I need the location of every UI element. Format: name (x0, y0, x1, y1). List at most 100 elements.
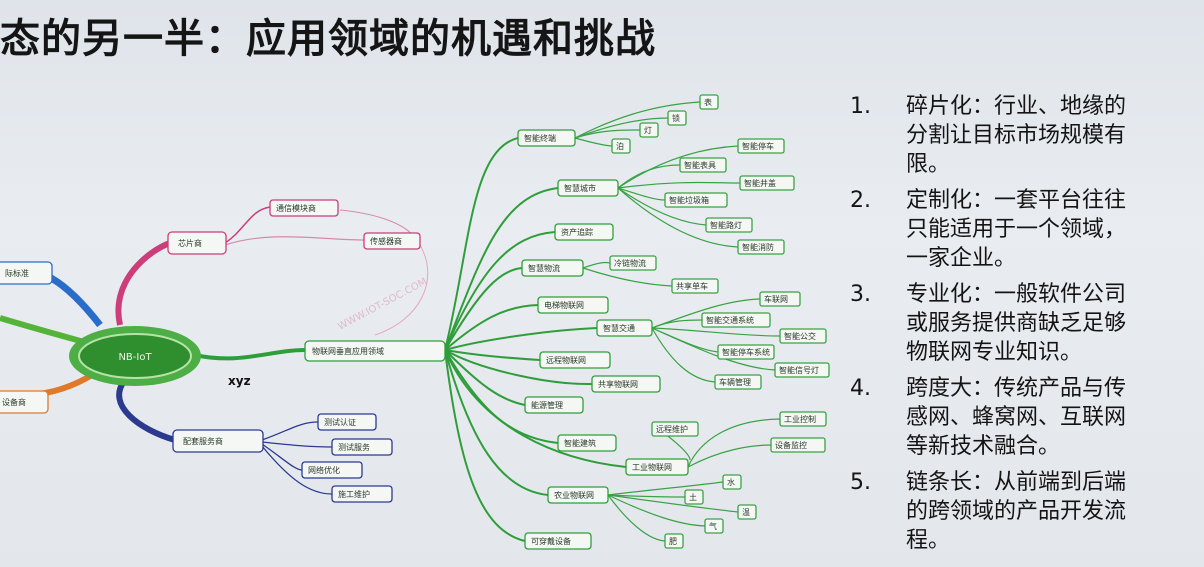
node-v-industry: 工业物联网 (625, 458, 689, 476)
svg-text:冷链物流: 冷链物流 (614, 258, 646, 268)
list-line: 或服务提供商缺乏足够 (906, 311, 1127, 336)
node-v-asset: 资产追踪 (554, 223, 614, 241)
list-line: 链条长：从前端到后端 (906, 470, 1127, 495)
svg-text:肥: 肥 (669, 537, 677, 546)
svg-text:温: 温 (742, 508, 750, 517)
svg-text:灯: 灯 (644, 125, 652, 135)
list-line: 只能适用于一个领域， (906, 217, 1127, 242)
leaf-logistics-2: 共享单车 (671, 278, 719, 294)
list-line: 限。 (906, 152, 951, 177)
node-service-child-4: 施工维护 (331, 485, 393, 503)
svg-text:表: 表 (704, 97, 712, 107)
svg-text:传感器商: 传感器商 (370, 236, 402, 246)
list-line: 物联网专业知识。 (906, 340, 1083, 365)
svg-text:设备商: 设备商 (2, 397, 26, 407)
svg-text:配套服务商: 配套服务商 (183, 436, 223, 446)
svg-text:共享物联网: 共享物联网 (598, 379, 638, 389)
list-line: 碎片化：行业、地缘的 (906, 94, 1127, 119)
svg-text:工业物联网: 工业物联网 (632, 462, 672, 472)
node-service-child-2: 测试服务 (331, 438, 393, 456)
center-node-label: NB-IoT (118, 352, 152, 363)
svg-text:智能消防: 智能消防 (742, 242, 774, 252)
svg-text:设备监控: 设备监控 (775, 440, 807, 450)
svg-text:车联网: 车联网 (764, 294, 788, 304)
leaf-city-5: 智能路灯 (705, 217, 753, 233)
svg-text:水: 水 (727, 477, 735, 487)
svg-text:智能路灯: 智能路灯 (710, 220, 742, 230)
node-v-agri: 农业物联网 (547, 486, 609, 504)
leaf-city-6: 智能消防 (737, 239, 785, 255)
leaf-traffic-5: 智能信号灯 (774, 362, 830, 378)
svg-text:智能垃圾箱: 智能垃圾箱 (669, 195, 709, 205)
leaf-agri-3: 温 (737, 504, 757, 520)
leaf-logistics-1: 冷链物流 (609, 255, 657, 271)
list-line: 等新技术融合。 (906, 434, 1061, 459)
leaf-terminal-4: 泊 (611, 138, 631, 154)
node-chip-child-2: 传感器商 (363, 232, 421, 250)
node-v-building: 智能建筑 (557, 434, 617, 452)
svg-text:智慧交通: 智慧交通 (603, 323, 635, 333)
svg-text:智能表具: 智能表具 (684, 160, 716, 170)
svg-text:测试服务: 测试服务 (338, 442, 370, 452)
list-line: 一家企业。 (906, 246, 1017, 271)
list-item: 4. 跨度大：传统产品与传 感网、蜂窝网、互联网 等新技术融合。 (850, 374, 1204, 461)
leaf-traffic-2: 智能交通系统 (701, 312, 771, 328)
leaf-agri-4: 气 (704, 518, 724, 534)
node-service-child-1: 测试认证 (317, 413, 377, 431)
svg-text:施工维护: 施工维护 (338, 489, 370, 499)
node-vertical: 物联网垂直应用领域 (304, 340, 446, 362)
leaf-industry-3: 远程维护 (651, 421, 699, 437)
list-item: 3. 专业化：一般软件公司 或服务提供商缺乏足够 物联网专业知识。 (850, 280, 1204, 367)
watermark: WWW.IOT-SOC.COM (336, 276, 429, 332)
list-line: 跨度大：传统产品与传 (906, 376, 1127, 401)
list-item: 5. 链条长：从前端到后端 的跨领域的产品开发流 程。 (850, 468, 1204, 555)
svg-text:锁: 锁 (672, 113, 680, 123)
node-v-elevator: 电梯物联网 (537, 296, 609, 314)
leaf-city-2: 智能表具 (679, 157, 727, 173)
list-line: 定制化：一套平台往往 (906, 188, 1127, 213)
leaf-terminal-1: 表 (699, 94, 719, 110)
svg-text:共享单车: 共享单车 (676, 281, 708, 291)
node-v-shared: 共享物联网 (591, 375, 661, 393)
left-stub-standard: 际标准 (0, 261, 53, 285)
node-v-remote: 远程物联网 (539, 351, 611, 369)
svg-text:智能公交: 智能公交 (784, 331, 816, 341)
svg-text:农业物联网: 农业物联网 (554, 490, 594, 500)
svg-text:远程物联网: 远程物联网 (546, 355, 586, 365)
list-number: 5. (850, 470, 871, 495)
svg-text:通信模块商: 通信模块商 (276, 203, 316, 213)
svg-text:智能停车系统: 智能停车系统 (722, 347, 770, 357)
left-stub-vendor: 设备商 (0, 390, 49, 414)
leaf-terminal-2: 锁 (667, 110, 687, 126)
svg-text:气: 气 (709, 521, 717, 531)
list-line: 程。 (906, 528, 951, 553)
leaf-agri-5: 肥 (664, 533, 684, 549)
svg-text:电梯物联网: 电梯物联网 (544, 300, 584, 310)
list-number: 4. (850, 376, 871, 401)
node-service-child-3: 网络优化 (301, 461, 363, 479)
svg-text:智能建筑: 智能建筑 (564, 438, 596, 448)
svg-text:工业控制: 工业控制 (784, 414, 816, 424)
node-v-terminal: 智能终端 (517, 129, 576, 147)
node-chip: 芯片商 (167, 231, 227, 255)
svg-text:智能信号灯: 智能信号灯 (779, 365, 819, 375)
leaf-agri-2: 土 (684, 489, 704, 505)
challenge-list: 1. 碎片化：行业、地缘的 分割让目标市场规模有 限。 2. 定制化：一套平台往… (850, 92, 1204, 562)
svg-text:智能交通系统: 智能交通系统 (706, 315, 754, 325)
leaf-industry-1: 工业控制 (779, 411, 827, 427)
list-line: 专业化：一般软件公司 (906, 282, 1127, 307)
svg-text:远程维护: 远程维护 (656, 424, 688, 434)
list-line: 分割让目标市场规模有 (906, 123, 1127, 148)
node-v-traffic: 智慧交通 (596, 319, 653, 337)
leaf-city-3: 智能井盖 (739, 175, 795, 191)
leaf-traffic-3: 智能公交 (779, 328, 827, 344)
svg-text:能源管理: 能源管理 (531, 400, 563, 410)
list-number: 1. (850, 94, 871, 119)
svg-text:物联网垂直应用领域: 物联网垂直应用领域 (312, 346, 384, 356)
list-item: 2. 定制化：一套平台往往 只能适用于一个领域， 一家企业。 (850, 186, 1204, 273)
svg-text:芯片商: 芯片商 (178, 238, 202, 248)
node-v-city: 智慧城市 (557, 179, 619, 197)
svg-text:测试认证: 测试认证 (324, 417, 356, 427)
node-service: 配套服务商 (172, 429, 264, 453)
leaf-agri-1: 水 (722, 474, 742, 490)
